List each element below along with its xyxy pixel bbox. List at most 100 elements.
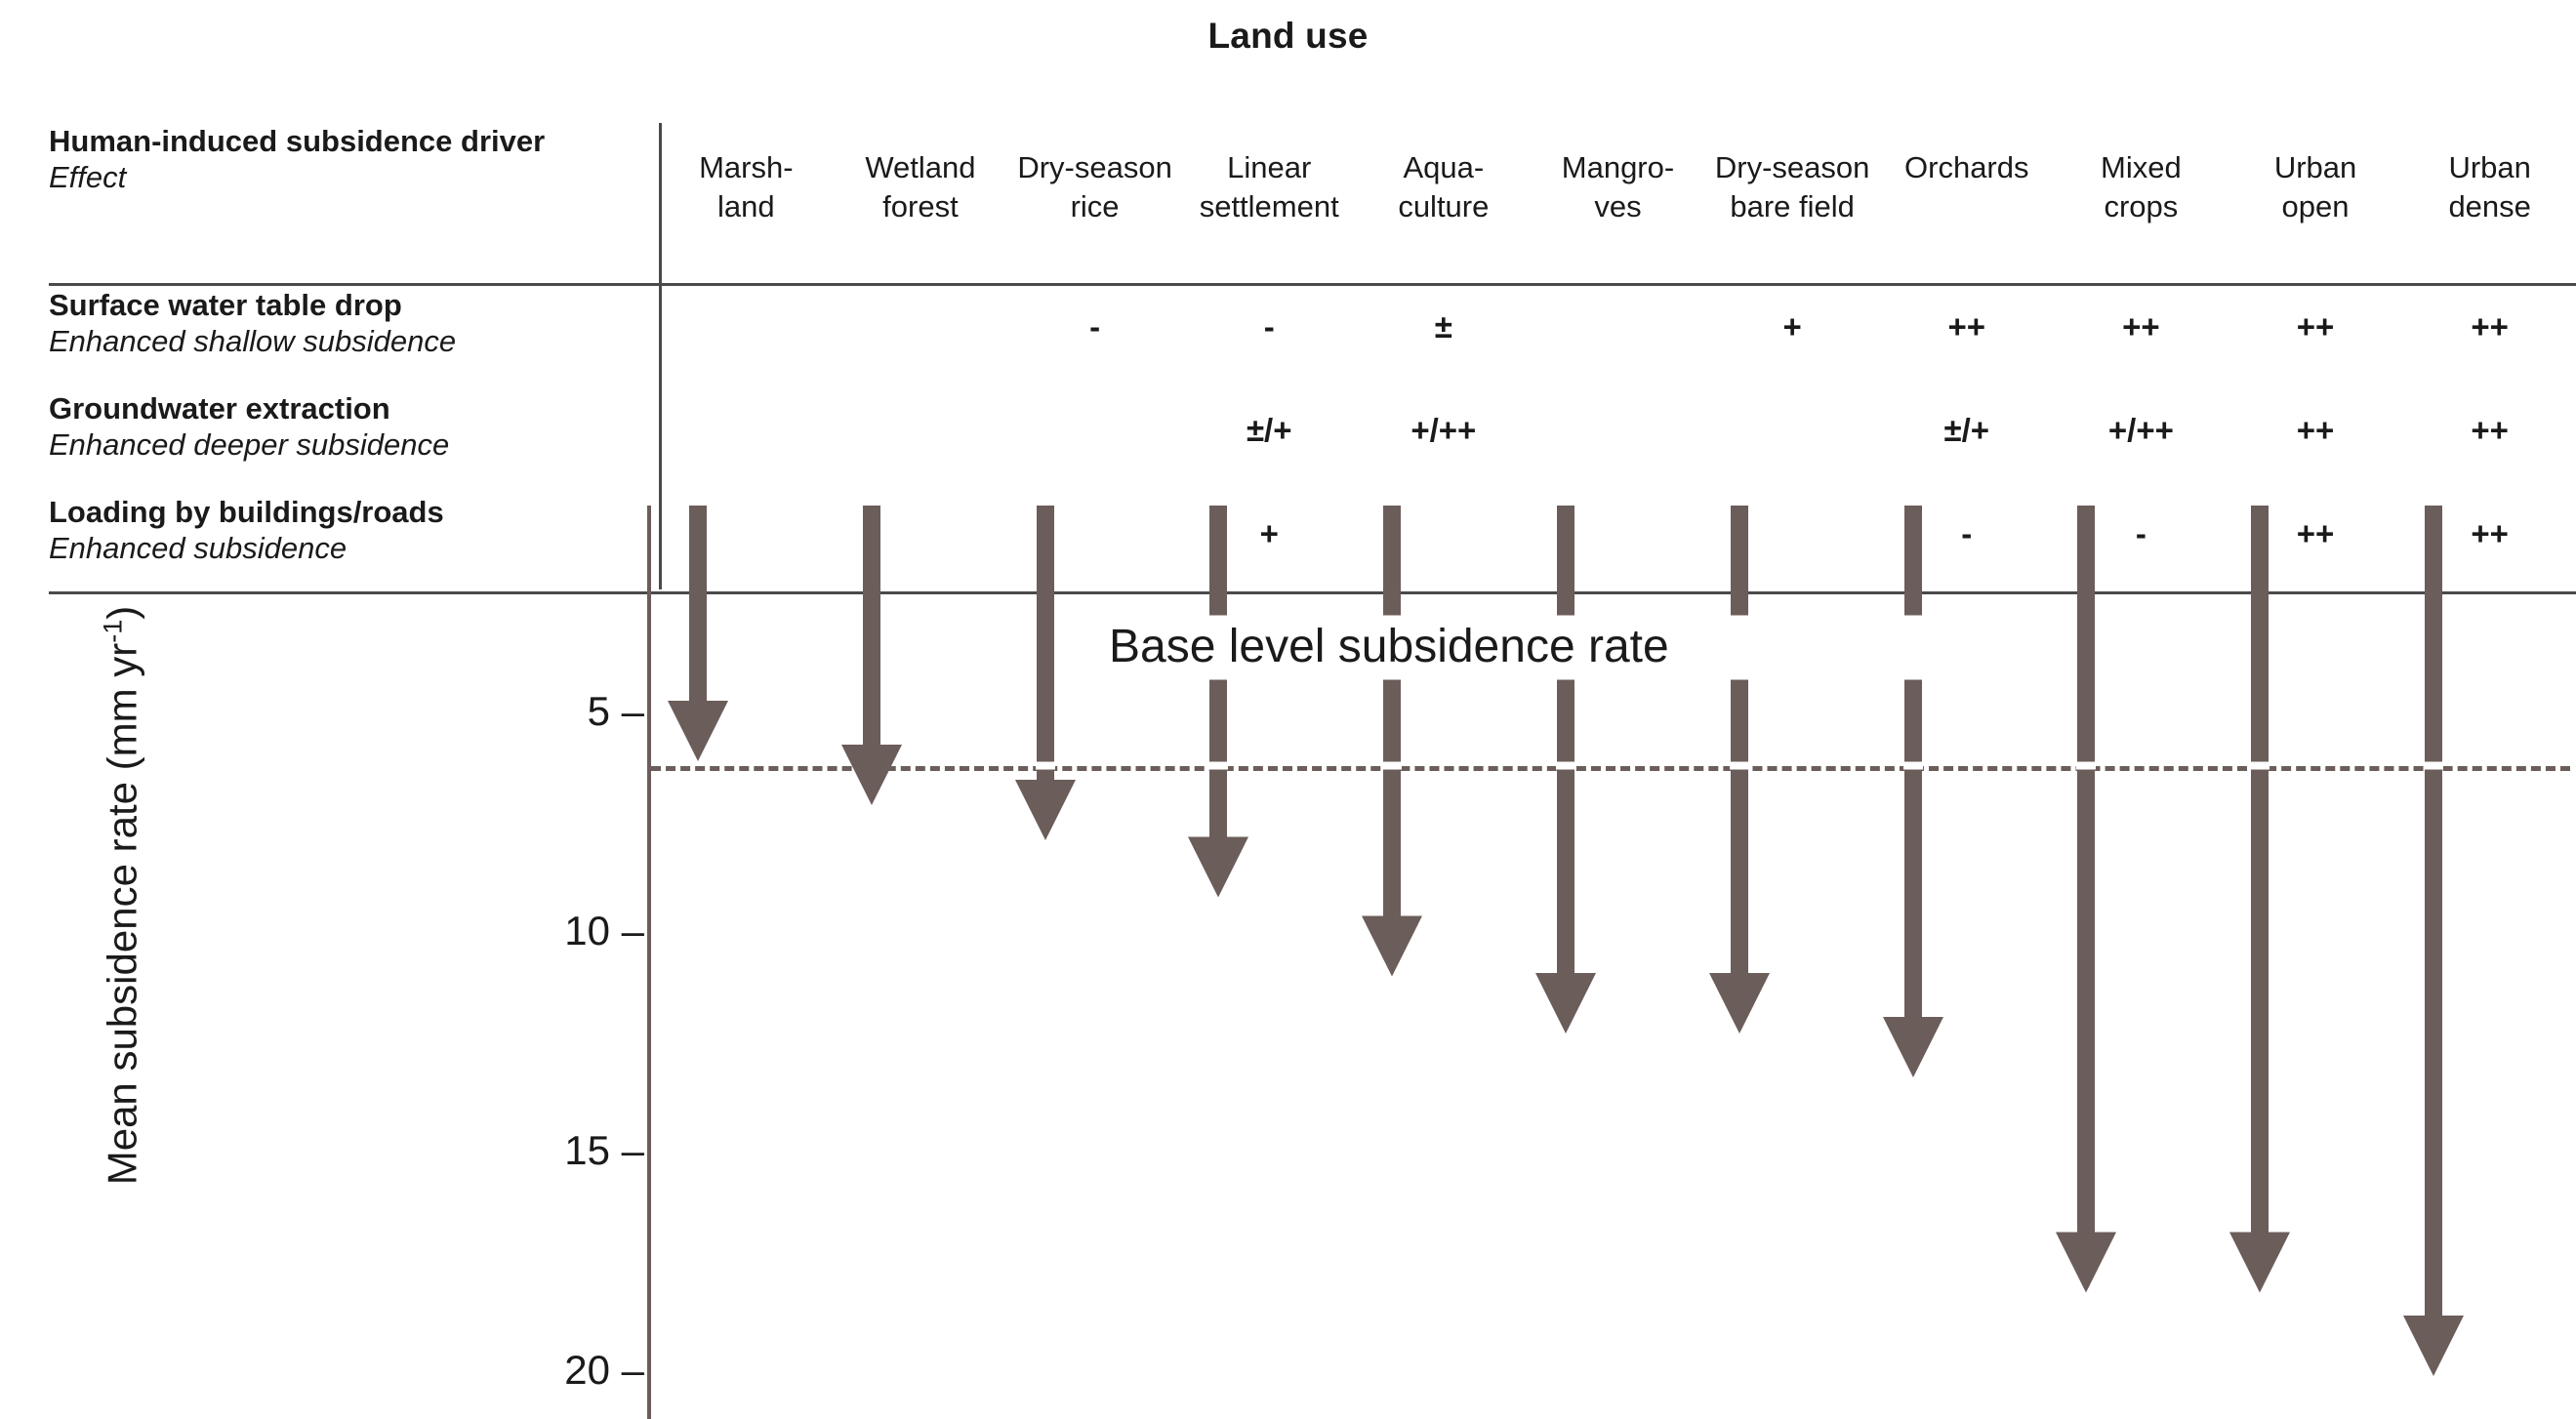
arrow-shape xyxy=(668,506,728,761)
column-header-line1: Mangro- xyxy=(1561,150,1675,184)
subsidence-rate-chart: Mean subsidence rate (mm yr-1) 5 – 10 – 15… xyxy=(0,506,2576,1419)
table-corner-label: Human-induced subsidence driver Effect xyxy=(49,123,610,195)
column-header-line2: dense xyxy=(2448,189,2531,223)
table-bottom-rule xyxy=(49,591,2576,594)
subsidence-arrow-1 xyxy=(838,506,906,805)
y-axis-line xyxy=(647,506,651,1419)
column-header-1: Wetland forest xyxy=(834,148,1008,226)
column-header-line1: Dry-season xyxy=(1017,150,1172,184)
column-header-line1: Orchards xyxy=(1904,150,2029,184)
arrow-shape xyxy=(2056,506,2117,1293)
column-header-line1: Urban xyxy=(2273,150,2357,184)
table-vertical-rule xyxy=(659,123,662,589)
column-header-line2: open xyxy=(2281,189,2350,223)
table-header-rule xyxy=(49,283,2576,286)
column-header-line1: Urban xyxy=(2448,150,2531,184)
subsidence-arrow-8 xyxy=(2052,506,2120,1293)
column-header-line2: ves xyxy=(1594,189,1642,223)
subsidence-arrow-7 xyxy=(1879,506,1947,1077)
column-header-line2: bare field xyxy=(1730,189,1855,223)
subsidence-arrow-5 xyxy=(1532,506,1600,1034)
table-cell: ±/+ xyxy=(1943,412,1990,448)
y-axis-tick-15: 15 – xyxy=(564,1127,644,1174)
base-level-dashed-line xyxy=(651,765,2570,771)
y-axis-tick-20: 20 – xyxy=(564,1347,644,1394)
subsidence-arrow-2 xyxy=(1011,506,1080,840)
land-use-title: Land use xyxy=(1207,16,1369,56)
table-cell: ±/+ xyxy=(1246,412,1292,448)
column-header-line2: forest xyxy=(882,189,959,223)
arrow-shape xyxy=(1014,506,1076,840)
subsidence-arrow-6 xyxy=(1705,506,1774,1034)
column-header-line2: rice xyxy=(1070,189,1120,223)
corner-label-effect: Effect xyxy=(49,160,127,194)
column-header-line1: Linear xyxy=(1227,150,1312,184)
table-cell: + xyxy=(1259,515,1279,551)
column-header-8: Mixed crops xyxy=(2054,148,2228,226)
arrow-shape xyxy=(1882,506,1943,1077)
table-cell: ++ xyxy=(2296,412,2335,448)
row-label-group: Surface water table drop Enhanced shallo… xyxy=(49,287,610,359)
table-cell: ++ xyxy=(1947,308,1986,345)
column-header-line1: Dry-season xyxy=(1714,150,1870,184)
row-driver-label: Loading by buildings/roads xyxy=(49,495,444,529)
subsidence-arrow-0 xyxy=(664,506,732,761)
table-cell: ± xyxy=(1434,308,1452,345)
arrow-shape xyxy=(1188,506,1249,898)
row-effect-label: Enhanced shallow subsidence xyxy=(49,324,457,358)
column-header-4: Aqua-culture xyxy=(1357,148,1532,226)
column-header-line2: land xyxy=(717,189,775,223)
table-cell: - xyxy=(2135,515,2147,551)
row-driver-label: Groundwater extraction xyxy=(49,391,390,426)
table-cell: ++ xyxy=(2122,308,2160,345)
y-axis-label: Mean subsidence rate (mm yr-1) xyxy=(98,605,145,1186)
column-header-6: Dry-season bare field xyxy=(1705,148,1880,226)
row-effect-label: Enhanced subsidence xyxy=(49,531,348,565)
table-cell: ++ xyxy=(2471,412,2509,448)
table-cell: +/++ xyxy=(2107,412,2174,448)
column-header-line2: settlement xyxy=(1199,189,1339,223)
arrow-shape xyxy=(2229,506,2291,1293)
row-driver-label: Surface water table drop xyxy=(49,288,402,322)
y-axis-tick-label: 20 xyxy=(564,1347,610,1393)
table-cell: +/++ xyxy=(1411,412,1477,448)
table-cell: ++ xyxy=(2471,308,2509,345)
table-row: Groundwater extraction Enhanced deeper s… xyxy=(49,390,2576,494)
table-cell: ++ xyxy=(2296,308,2335,345)
table-cell: + xyxy=(1782,308,1802,345)
column-header-0: Marsh-land xyxy=(659,148,834,226)
subsidence-arrow-10 xyxy=(2399,506,2468,1376)
row-label-group: Loading by buildings/roads Enhanced subs… xyxy=(49,494,610,566)
column-header-line2: crops xyxy=(2104,189,2179,223)
column-header-line1: Aqua- xyxy=(1403,150,1485,184)
column-header-7: Orchards xyxy=(1879,148,2054,187)
column-header-10: Urban dense xyxy=(2402,148,2576,226)
y-axis-tick-10: 10 – xyxy=(564,908,644,954)
table-cell: - xyxy=(1089,308,1101,345)
subsidence-arrow-3 xyxy=(1184,506,1252,898)
arrow-shape xyxy=(840,506,902,805)
table-cell: ++ xyxy=(2471,515,2509,551)
column-header-line1: Wetland xyxy=(865,150,976,184)
table-cell: ++ xyxy=(2296,515,2335,551)
table-cell: - xyxy=(1263,308,1275,345)
table-cell: - xyxy=(1961,515,1973,551)
column-header-line2: culture xyxy=(1398,189,1490,223)
y-axis-tick-mark: – xyxy=(609,1347,644,1393)
column-header-line1: Marsh- xyxy=(699,150,794,184)
y-axis-tick-mark: – xyxy=(609,1127,644,1173)
y-axis-tick-5: 5 – xyxy=(588,688,644,735)
column-header-group: Marsh-land Wetland forest Dry-season rice Lin… xyxy=(659,123,2576,283)
subsidence-arrow-9 xyxy=(2226,506,2294,1293)
column-header-3: Linear settlement xyxy=(1182,148,1357,226)
corner-label-driver: Human-induced subsidence driver xyxy=(49,124,546,158)
base-level-annotation: Base level subsidence rate xyxy=(1103,619,1675,673)
y-axis-tick-mark: – xyxy=(609,908,644,953)
subsidence-arrow-4 xyxy=(1358,506,1426,977)
arrow-shape xyxy=(2403,506,2464,1376)
arrow-shape xyxy=(1362,506,1423,977)
table-row: Surface water table drop Enhanced shallo… xyxy=(49,287,2576,390)
y-axis-tick-label: 15 xyxy=(564,1127,610,1173)
column-header-line1: Mixed xyxy=(2101,150,2182,184)
